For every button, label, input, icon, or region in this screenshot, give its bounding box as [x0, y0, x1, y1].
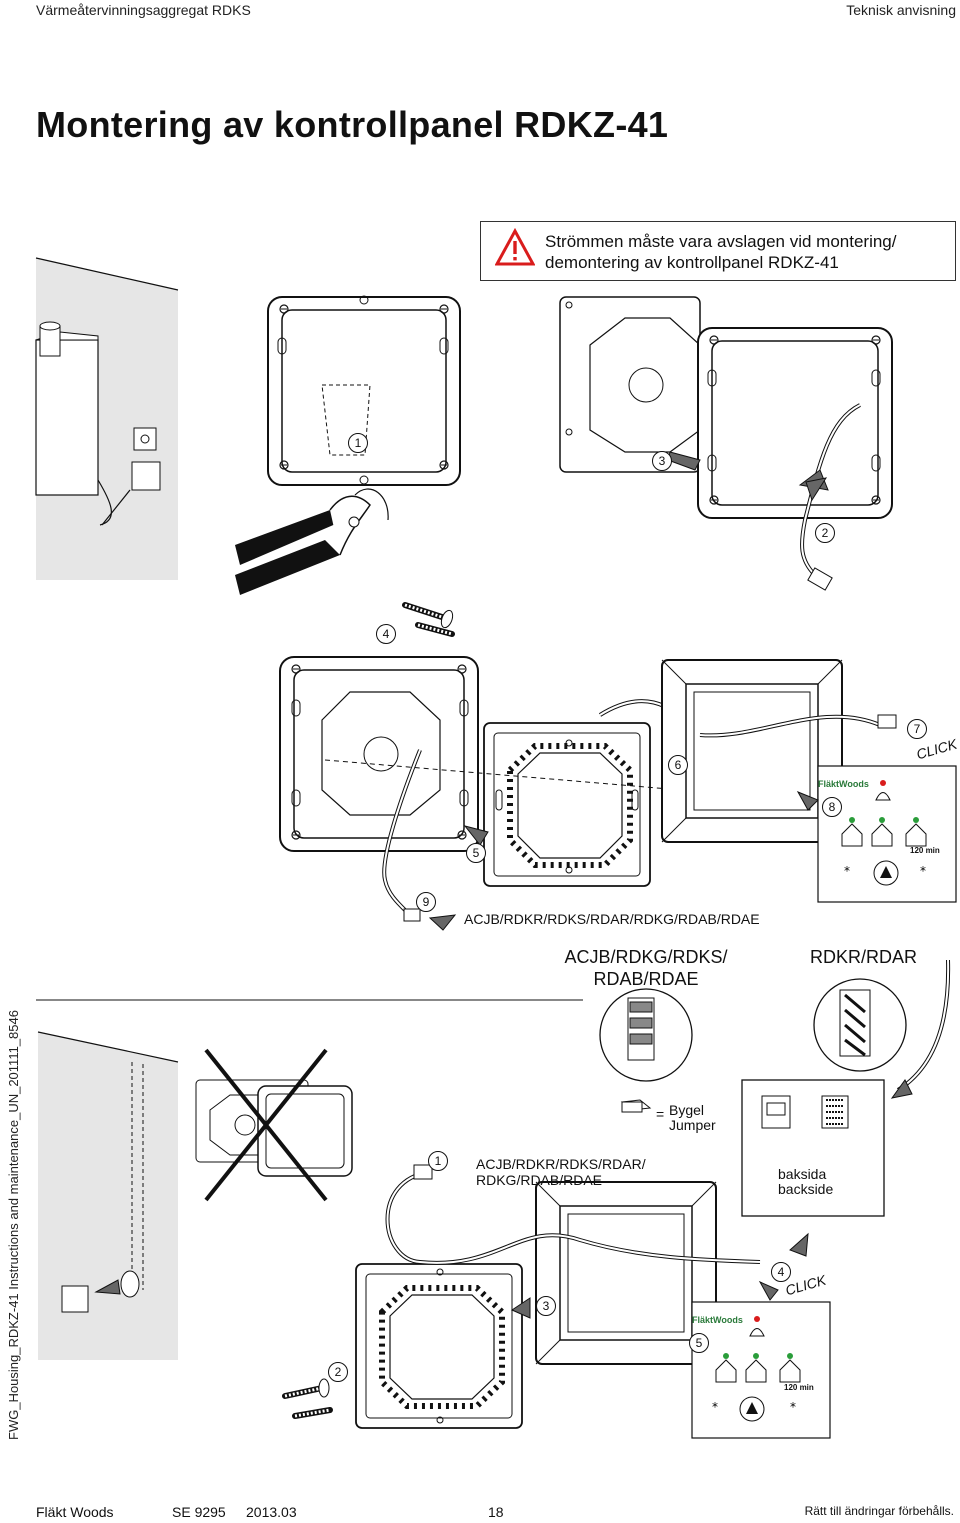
step-2: 2	[815, 523, 835, 543]
footer-page: 18	[488, 1504, 504, 1520]
mounting-frame-middle	[483, 722, 651, 887]
header-right: Teknisk anvisning	[846, 2, 956, 18]
step-b4: 4	[771, 1262, 791, 1282]
arrows-top	[667, 451, 829, 502]
header-left: Värmeåtervinningsaggregat RDKS	[36, 2, 251, 18]
warning-line-2: demontering av kontrollpanel RDKZ-41	[545, 253, 839, 272]
footer-doc: SE 9295	[172, 1504, 226, 1520]
cover-frame-bottom	[535, 1181, 717, 1365]
svg-text:*: *	[920, 864, 926, 878]
footer-company: Fläkt Woods	[36, 1504, 114, 1520]
sidebar-filename: FWG_Housing_RDKZ-41 Instructions and mai…	[6, 1010, 21, 1440]
models-all-top: ACJB/RDKR/RDKS/RDAR/RDKG/RDAB/RDAE	[464, 911, 760, 927]
panel-brand-middle: FläktWoods	[818, 779, 869, 789]
svg-text:*: *	[712, 1400, 718, 1414]
jumper-detail-right	[813, 978, 907, 1072]
footer-rights: Rätt till ändringar förbehålls.	[804, 1504, 954, 1518]
step-9: 9	[416, 892, 436, 912]
mounting-box-middle	[279, 656, 479, 852]
jumper-label-sv: Bygel	[669, 1102, 705, 1118]
backside-label-en: backside	[778, 1181, 834, 1197]
footer: Fläkt Woods SE 9295 2013.03 18 Rätt till…	[0, 1500, 960, 1523]
panel-timer-middle: 120 min	[910, 846, 940, 855]
mounting-box-2	[697, 327, 893, 591]
step-3: 3	[652, 451, 672, 471]
pliers-illustration	[235, 488, 389, 595]
jumper-label-en: Jumper	[669, 1117, 716, 1133]
arrows-middle	[428, 791, 819, 931]
svg-text:*: *	[790, 1400, 796, 1414]
models-left-line2: RDAB/RDAE	[593, 969, 699, 989]
models-lower-line2: RDKG/RDAB/RDAE	[476, 1172, 603, 1188]
arrows-bottom	[510, 1232, 809, 1319]
step-b5: 5	[689, 1333, 709, 1353]
models-right: RDKR/RDAR	[810, 947, 918, 967]
step-b3: 3	[536, 1296, 556, 1316]
page-title: Montering av kontrollpanel RDKZ-41	[36, 104, 669, 145]
jumper-icon	[620, 1099, 652, 1113]
cover-frame-middle	[661, 659, 843, 843]
step-1: 1	[348, 433, 368, 453]
screw-4	[402, 602, 455, 637]
crossed-out-old-panel	[195, 1048, 353, 1202]
step-7: 7	[907, 719, 927, 739]
models-lower-line1: ACJB/RDKR/RDKS/RDAR/	[476, 1156, 646, 1172]
warning-triangle-icon	[495, 228, 535, 266]
control-panel-bottom: * *	[691, 1301, 831, 1439]
warning-line-1: Strömmen måste vara avslagen vid monteri…	[545, 232, 897, 251]
wall-unit-top	[35, 257, 179, 580]
jumper-equals: =	[656, 1106, 665, 1122]
mounting-frame-bottom	[355, 1263, 523, 1429]
mounting-box-1	[267, 295, 461, 486]
models-left-line1: ACJB/RDKG/RDKS/	[564, 947, 728, 967]
warning-box: Strömmen måste vara avslagen vid monteri…	[480, 221, 956, 281]
jumper-detail-left	[599, 988, 693, 1082]
step-8: 8	[822, 797, 842, 817]
control-panel-middle: * *	[817, 765, 957, 903]
backside-label-sv: baksida	[778, 1166, 827, 1182]
step-4: 4	[376, 624, 396, 644]
svg-text:*: *	[844, 864, 850, 878]
footer-date: 2013.03	[246, 1504, 297, 1520]
step-6: 6	[668, 755, 688, 775]
step-b1: 1	[428, 1151, 448, 1171]
panel-back-3	[559, 296, 701, 473]
step-b2: 2	[328, 1362, 348, 1382]
screw-bottom	[282, 1378, 333, 1419]
panel-timer-bottom: 120 min	[784, 1383, 814, 1392]
wall-bottom	[37, 1031, 179, 1360]
panel-brand-bottom: FläktWoods	[692, 1315, 743, 1325]
panel-backside	[741, 1079, 885, 1217]
step-5: 5	[466, 843, 486, 863]
